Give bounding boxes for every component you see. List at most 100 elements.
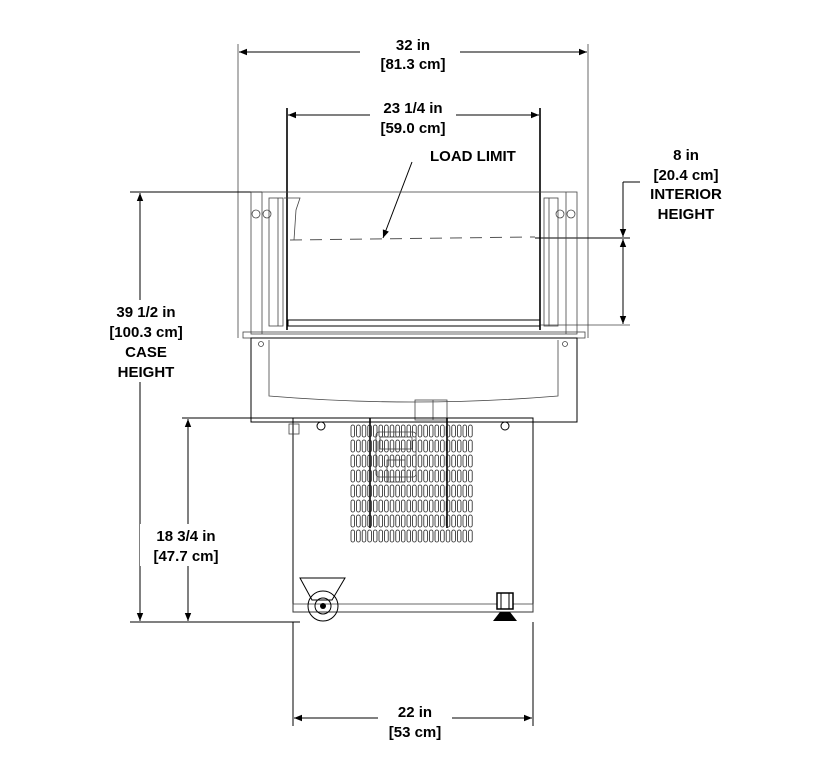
- vent-slot: [400, 529, 406, 543]
- vent-slot: [434, 439, 439, 453]
- vent-slot: [428, 499, 434, 513]
- base-height-imperial: 18 3/4 in: [156, 528, 215, 545]
- vent-slot: [395, 439, 400, 453]
- vent-slot: [350, 529, 355, 543]
- vent-slot: [428, 424, 434, 438]
- vent-slot: [389, 439, 395, 453]
- interior-height-dimension: 8 in [20.4 cm] INTERIOR HEIGHT: [535, 147, 722, 326]
- vent-slot: [384, 469, 389, 483]
- vent-slot: [428, 454, 434, 468]
- vent-slot: [456, 499, 462, 513]
- vent-slot: [412, 424, 417, 438]
- vent-slot: [445, 499, 451, 513]
- vent-slot: [389, 514, 395, 528]
- vent-slot: [434, 454, 439, 468]
- vent-slot: [445, 514, 451, 528]
- vent-slot: [462, 529, 467, 543]
- vent-slot: [361, 469, 367, 483]
- interior-height-label-2: HEIGHT: [658, 206, 715, 223]
- vent-slot: [468, 454, 473, 468]
- vent-slot: [456, 454, 462, 468]
- vent-slot: [356, 514, 361, 528]
- vent-slot: [451, 514, 456, 528]
- case-height-label-1: CASE: [125, 344, 167, 361]
- case-height-metric: [100.3 cm]: [109, 324, 182, 341]
- vent-slot: [400, 484, 406, 498]
- vent-slot: [356, 484, 361, 498]
- vent-slot: [456, 529, 462, 543]
- vent-slot: [468, 484, 473, 498]
- vent-slot: [445, 424, 451, 438]
- vent-slot: [350, 514, 355, 528]
- vent-slot: [395, 469, 400, 483]
- vent-slot: [445, 439, 451, 453]
- vent-slot: [384, 529, 389, 543]
- vent-slot: [456, 439, 462, 453]
- vent-slot: [434, 529, 439, 543]
- vent-slot: [378, 514, 383, 528]
- vent-slot: [423, 499, 428, 513]
- vent-slot: [361, 439, 367, 453]
- vent-slot: [451, 454, 456, 468]
- vent-slot: [462, 439, 467, 453]
- vent-slot: [367, 499, 372, 513]
- vent-slot: [434, 484, 439, 498]
- condensing-unit-base: [288, 417, 534, 613]
- vent-slot: [384, 484, 389, 498]
- vent-slot: [395, 514, 400, 528]
- vent-slot: [384, 424, 389, 438]
- vent-slot: [451, 499, 456, 513]
- vent-slot: [417, 514, 423, 528]
- vent-slot: [395, 454, 400, 468]
- vent-slot: [423, 439, 428, 453]
- vent-grille: [350, 424, 473, 543]
- vent-slot: [367, 439, 372, 453]
- vent-slot: [468, 469, 473, 483]
- vent-slot: [356, 469, 361, 483]
- vent-slot: [428, 469, 434, 483]
- vent-slot: [434, 469, 439, 483]
- base-height-dimension: 18 3/4 in [47.7 cm]: [140, 417, 293, 621]
- vent-slot: [412, 514, 417, 528]
- vent-slot: [434, 514, 439, 528]
- base-width-imperial: 22 in: [398, 704, 432, 721]
- vent-slot: [445, 529, 451, 543]
- vent-slot: [434, 499, 439, 513]
- vent-slot: [428, 484, 434, 498]
- vent-slot: [451, 424, 456, 438]
- vent-slot: [423, 514, 428, 528]
- vent-slot: [372, 529, 378, 543]
- vent-slot: [389, 529, 395, 543]
- vent-slot: [367, 484, 372, 498]
- vent-slot: [389, 469, 395, 483]
- vent-slot: [445, 454, 451, 468]
- interior-height-metric: [20.4 cm]: [653, 167, 718, 184]
- vent-slot: [367, 529, 372, 543]
- vent-slot: [350, 469, 355, 483]
- vent-slot: [400, 424, 406, 438]
- vent-slot: [384, 499, 389, 513]
- vent-slot: [356, 499, 361, 513]
- vent-slot: [462, 514, 467, 528]
- vent-slot: [412, 469, 417, 483]
- vent-slot: [406, 514, 411, 528]
- interior-height-imperial: 8 in: [673, 147, 699, 164]
- vent-slot: [361, 514, 367, 528]
- vent-slot: [367, 514, 372, 528]
- vent-slot: [406, 529, 411, 543]
- vent-slot: [462, 424, 467, 438]
- vent-slot: [423, 529, 428, 543]
- vent-slot: [456, 514, 462, 528]
- vent-slot: [406, 499, 411, 513]
- vent-slot: [428, 529, 434, 543]
- case-height-label-2: HEIGHT: [118, 364, 175, 381]
- vent-slot: [423, 424, 428, 438]
- vent-slot: [451, 484, 456, 498]
- vent-slot: [350, 454, 355, 468]
- case-lower-pan: [250, 337, 578, 423]
- vent-slot: [456, 484, 462, 498]
- vent-slot: [417, 454, 423, 468]
- vent-slot: [350, 499, 355, 513]
- vent-slot: [361, 499, 367, 513]
